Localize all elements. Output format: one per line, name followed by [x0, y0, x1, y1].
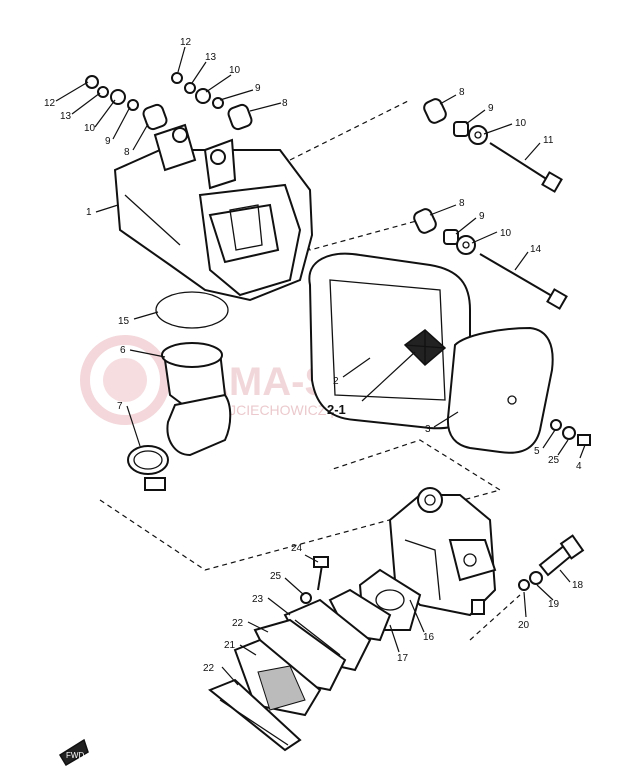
- callout-22: 22: [203, 663, 215, 674]
- manifold-bolt: [300, 556, 329, 604]
- callout-22: 22: [232, 618, 244, 629]
- front-direction-icon: FWD: [58, 738, 89, 767]
- callout-9: 9: [255, 83, 261, 94]
- callout-18: 18: [572, 580, 584, 591]
- callout-25: 25: [270, 571, 282, 582]
- callout-23: 23: [252, 594, 264, 605]
- callout-6: 6: [120, 345, 126, 356]
- callout-15: 15: [118, 316, 130, 327]
- callout-10: 10: [515, 118, 527, 129]
- assembly-guides: [99, 99, 521, 641]
- mount-hardware-upper-left: [85, 72, 253, 131]
- callout-10: 10: [500, 228, 512, 239]
- callout-13: 13: [60, 111, 72, 122]
- reed-valve-stack: [208, 588, 392, 752]
- callout-12: 12: [180, 37, 192, 48]
- intake-joint-set: [127, 291, 232, 491]
- callout-21: 21: [224, 640, 236, 651]
- callout-4: 4: [576, 461, 582, 472]
- callout-12: 12: [44, 98, 56, 109]
- callout-9: 9: [105, 136, 111, 147]
- callout-14: 14: [530, 244, 542, 255]
- callout-9: 9: [479, 211, 485, 222]
- carburetor: [388, 487, 497, 617]
- carb-screw-set: [518, 534, 585, 591]
- mount-hardware-right: [413, 98, 568, 310]
- callout-20: 20: [518, 620, 530, 631]
- callout-2: 2: [333, 376, 339, 387]
- leader-lines: [55, 46, 586, 686]
- front-marker-text: FWD: [66, 751, 84, 760]
- air-filter-element: [308, 252, 471, 430]
- callout-8: 8: [459, 198, 465, 209]
- callout-7: 7: [117, 401, 123, 412]
- callout-8: 8: [282, 98, 288, 109]
- callout-11: 11: [543, 135, 554, 146]
- callout-19: 19: [548, 599, 560, 610]
- callout-8: 8: [124, 147, 130, 158]
- callout-9: 9: [488, 103, 494, 114]
- callout-24: 24: [291, 543, 303, 554]
- callout-3: 3: [425, 424, 431, 435]
- callout-10: 10: [229, 65, 241, 76]
- callout-5: 5: [534, 446, 540, 457]
- callout-13: 13: [205, 52, 217, 63]
- callout-16: 16: [423, 632, 435, 643]
- callout-25: 25: [548, 455, 560, 466]
- air-filter-cover: [446, 326, 554, 454]
- callout-10: 10: [84, 123, 96, 134]
- callout-17: 17: [397, 653, 409, 664]
- callout-1: 1: [86, 207, 92, 218]
- callout-labels: 12 13 10 9 8 12 13 10 9 8 8 9 10 11 8 9 …: [44, 37, 584, 674]
- callout-2-1: 2-1: [327, 402, 346, 417]
- air-box-case: [113, 123, 314, 302]
- cover-screw-set: [550, 419, 591, 446]
- callout-8: 8: [459, 87, 465, 98]
